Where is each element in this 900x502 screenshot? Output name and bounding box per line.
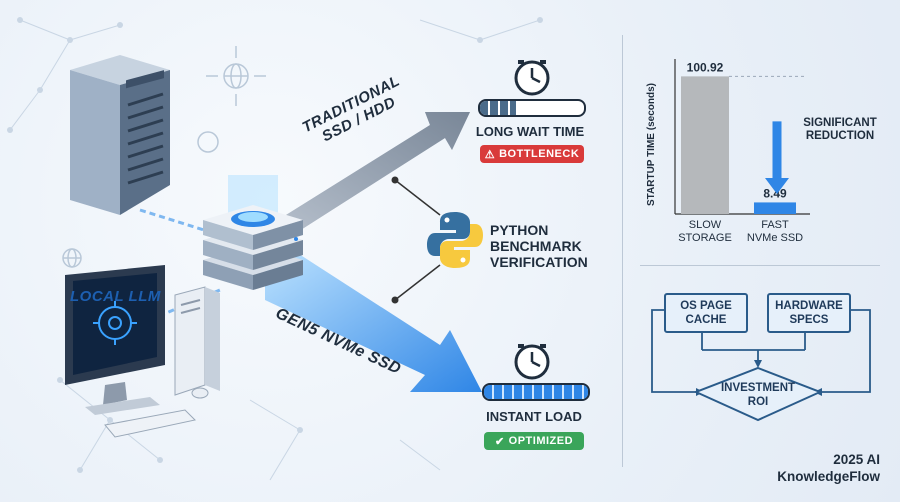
- bar-value-label: 8.49: [763, 186, 787, 200]
- globe-icon: [206, 46, 266, 106]
- reduction-arrow-head: [765, 178, 789, 194]
- clock-icon-slow: [514, 60, 550, 96]
- check-icon: ✔: [494, 435, 505, 448]
- x-tick-label: FAST: [761, 219, 789, 231]
- optimized-badge: ✔ OPTIMIZED: [484, 432, 584, 450]
- server-tower-icon: [70, 55, 170, 215]
- python-logo-icon: [427, 212, 483, 268]
- instant-load-title: INSTANT LOAD: [486, 409, 582, 424]
- bar-value-label: 100.92: [687, 60, 724, 74]
- os-page-cache-box: OS PAGE CACHE: [664, 293, 748, 333]
- x-tick-label: NVMe SSD: [747, 232, 803, 244]
- local-llm-label: LOCAL LLM: [70, 288, 161, 305]
- reduction-annotation: SIGNIFICANT: [803, 117, 876, 129]
- data-flow-lines: [139, 112, 482, 392]
- x-tick-label: SLOW: [689, 219, 722, 231]
- flow-connectors: [651, 309, 871, 422]
- vertical-divider: [622, 35, 623, 467]
- bar-slow-storage: [681, 76, 729, 214]
- bottleneck-text: BOTTLENECK: [499, 148, 580, 160]
- hardware-specs-box: HARDWARE SPECS: [767, 293, 851, 333]
- reduction-annotation: REDUCTION: [806, 130, 874, 142]
- bottleneck-badge: ⚠ BOTTLENECK: [480, 145, 584, 163]
- python-benchmark-label: PYTHON BENCHMARK VERIFICATION: [490, 222, 588, 271]
- clock-icon-fast: [514, 344, 550, 380]
- footer-brand: 2025 AI KnowledgeFlow: [777, 452, 880, 484]
- y-axis-label: STARTUP TIME (seconds): [646, 83, 657, 206]
- workstation-icon: [65, 265, 220, 438]
- warning-icon: ⚠: [484, 148, 496, 161]
- brain-gear-icon: [93, 301, 137, 345]
- slow-progress-bar: [478, 99, 586, 117]
- horizontal-divider: [640, 265, 880, 266]
- x-tick-label: STORAGE: [678, 232, 732, 244]
- investment-roi-label: INVESTMENT ROI: [720, 382, 796, 408]
- optimized-text: OPTIMIZED: [508, 435, 574, 447]
- bar-fast-nvme: [754, 202, 796, 214]
- long-wait-title: LONG WAIT TIME: [475, 124, 585, 139]
- fast-progress-bar: [482, 383, 590, 401]
- ssd-stack-icon: [203, 175, 303, 290]
